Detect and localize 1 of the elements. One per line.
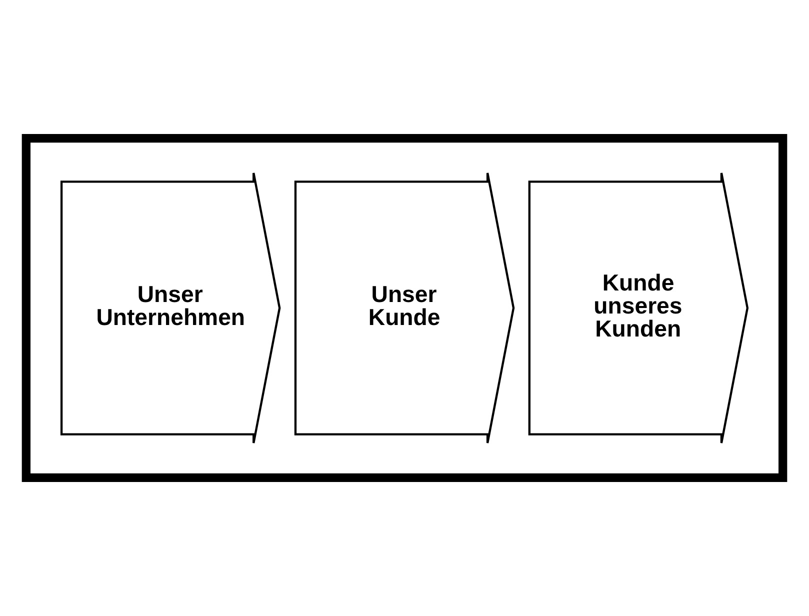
- cluster: [22, 134, 788, 482]
